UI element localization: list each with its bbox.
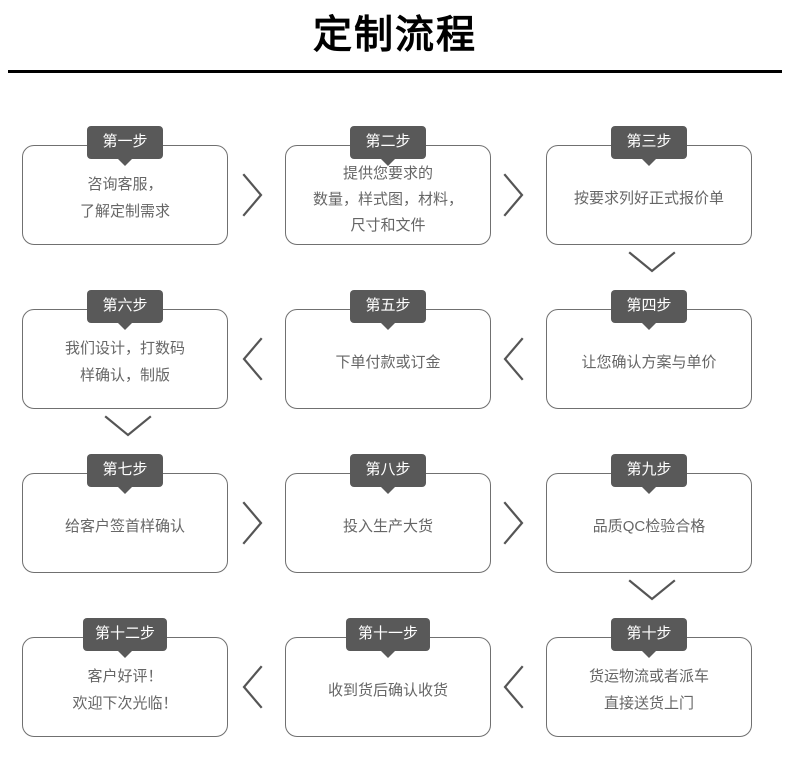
flow-row: 第一步 咨询客服， 了解定制需求 第二步 提供您要求的 数量，样式图，材料， 尺…: [0, 112, 790, 276]
step-card[interactable]: 第六步 我们设计，打数码 样确认，制版: [22, 290, 228, 409]
step-text-line: 给客户签首样确认: [64, 517, 185, 535]
step-badge: 第十二步: [82, 618, 168, 651]
flow-row: 第六步 我们设计，打数码 样确认，制版 第五步 下单付款或订金 第四步 让您确认…: [0, 276, 790, 440]
step-badge: 第一步: [87, 126, 163, 159]
step-card[interactable]: 第十二步 客户好评！ 欢迎下次光临！: [22, 618, 228, 737]
chevron-left-icon: [240, 664, 266, 710]
step-card[interactable]: 第十步 货运物流或者派车 直接送货上门: [546, 618, 752, 737]
step-card[interactable]: 第四步 让您确认方案与单价: [546, 290, 752, 409]
step-text-line: 收到货后确认收货: [327, 681, 448, 699]
step-text: 收到货后确认收货: [286, 638, 490, 736]
chevron-down-icon: [627, 250, 677, 274]
flow-chart: 第一步 咨询客服， 了解定制需求 第二步 提供您要求的 数量，样式图，材料， 尺…: [0, 112, 790, 768]
step-badge: 第三步: [611, 126, 687, 159]
step-badge: 第六步: [87, 290, 163, 323]
flow-row: 第十二步 客户好评！ 欢迎下次光临！ 第十一步 收到货后确认收货 第十步 货运物…: [0, 604, 790, 768]
chevron-right-icon: [501, 500, 527, 546]
step-text-line: 客户好评！: [87, 668, 163, 685]
step-text-line: 数量，样式图，材料，: [312, 191, 463, 208]
chevron-down-icon: [627, 578, 677, 602]
step-badge: 第二步: [350, 126, 426, 159]
step-text-line: 了解定制需求: [79, 203, 170, 220]
step-text: 品质QC检验合格: [547, 474, 751, 572]
title-divider: [8, 70, 782, 73]
step-badge: 第十一步: [345, 618, 431, 651]
step-card[interactable]: 第三步 按要求列好正式报价单: [546, 126, 752, 245]
step-card[interactable]: 第七步 给客户签首样确认: [22, 454, 228, 573]
step-text-line: 让您确认方案与单价: [581, 353, 717, 371]
step-badge: 第十步: [611, 618, 687, 651]
chevron-right-icon: [240, 500, 266, 546]
step-text-line: 提供您要求的: [342, 165, 433, 182]
chevron-left-icon: [501, 664, 527, 710]
step-text-line: 我们设计，打数码: [64, 340, 185, 357]
step-text: 客户好评！ 欢迎下次光临！: [23, 638, 227, 736]
step-text-line: 尺寸和文件: [350, 217, 426, 234]
step-text-line: 货运物流或者派车: [588, 668, 709, 685]
step-text: 给客户签首样确认: [23, 474, 227, 572]
step-text-line: 按要求列好正式报价单: [573, 189, 724, 207]
step-card[interactable]: 第十一步 收到货后确认收货: [285, 618, 491, 737]
step-text: 让您确认方案与单价: [547, 310, 751, 408]
step-badge: 第七步: [87, 454, 163, 487]
step-text: 投入生产大货: [286, 474, 490, 572]
step-badge: 第九步: [611, 454, 687, 487]
step-text: 我们设计，打数码 样确认，制版: [23, 310, 227, 408]
flow-row: 第七步 给客户签首样确认 第八步 投入生产大货 第九步 品质QC检验合格: [0, 440, 790, 604]
step-card[interactable]: 第一步 咨询客服， 了解定制需求: [22, 126, 228, 245]
step-text-line: 样确认，制版: [79, 367, 170, 384]
step-text: 货运物流或者派车 直接送货上门: [547, 638, 751, 736]
step-text-line: 投入生产大货: [342, 517, 433, 535]
step-card[interactable]: 第八步 投入生产大货: [285, 454, 491, 573]
step-text-line: 欢迎下次光临！: [72, 695, 178, 712]
chevron-right-icon: [501, 172, 527, 218]
page-title: 定制流程: [312, 14, 477, 57]
chevron-down-icon: [103, 414, 153, 438]
step-card[interactable]: 第五步 下单付款或订金: [285, 290, 491, 409]
chevron-left-icon: [501, 336, 527, 382]
step-text: 下单付款或订金: [286, 310, 490, 408]
step-text-line: 直接送货上门: [603, 695, 694, 712]
step-text: 提供您要求的 数量，样式图，材料， 尺寸和文件: [286, 146, 490, 244]
step-text-line: 品质QC检验合格: [592, 517, 706, 535]
chevron-right-icon: [240, 172, 266, 218]
step-badge: 第四步: [611, 290, 687, 323]
step-text-line: 下单付款或订金: [335, 353, 441, 371]
step-badge: 第五步: [350, 290, 426, 323]
chevron-left-icon: [240, 336, 266, 382]
step-text-line: 咨询客服，: [87, 176, 163, 193]
step-card[interactable]: 第二步 提供您要求的 数量，样式图，材料， 尺寸和文件: [285, 126, 491, 245]
step-text: 咨询客服， 了解定制需求: [23, 146, 227, 244]
step-text: 按要求列好正式报价单: [547, 146, 751, 244]
step-card[interactable]: 第九步 品质QC检验合格: [546, 454, 752, 573]
step-badge: 第八步: [350, 454, 426, 487]
